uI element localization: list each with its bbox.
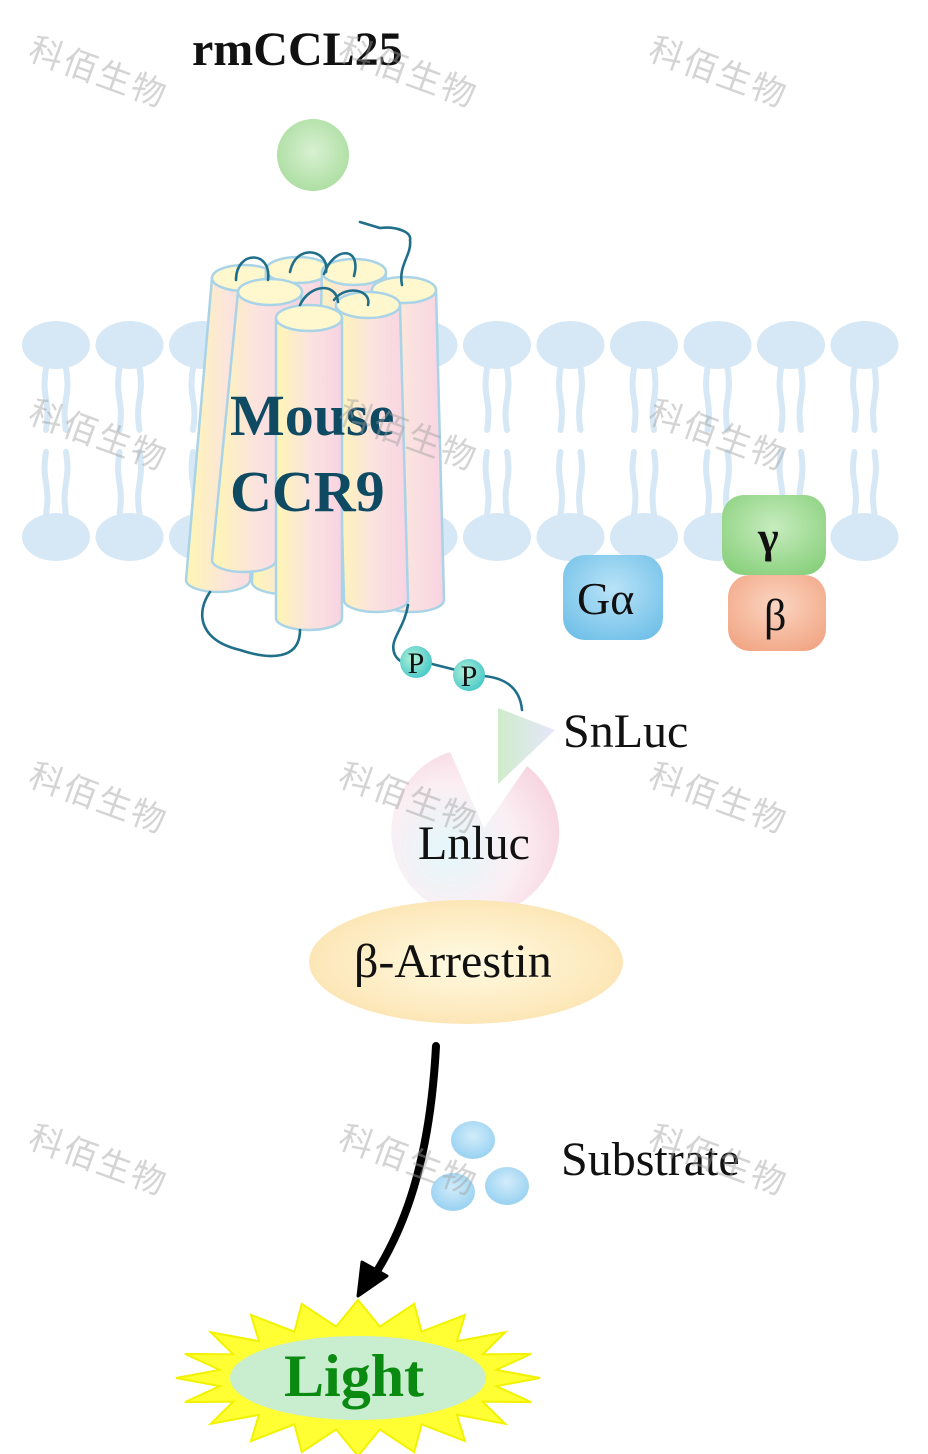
g-gamma-label: γ — [758, 513, 779, 562]
tm-helix — [274, 303, 344, 632]
lipid-head — [22, 321, 90, 369]
ligand-ccl25 — [277, 119, 349, 191]
substrate-molecules — [431, 1121, 529, 1211]
lipid-tail — [502, 449, 512, 517]
lipid-tail — [629, 449, 639, 517]
lipid-tail — [850, 365, 859, 433]
lipid-tail — [723, 365, 732, 433]
g-alpha-subunit — [563, 555, 663, 640]
extracellular-loop — [288, 251, 328, 274]
lipid-tail — [61, 449, 71, 517]
lipid-tail — [502, 365, 512, 433]
lipid-tail — [703, 365, 712, 433]
lipid-tail — [576, 449, 585, 517]
substrate-bubble — [485, 1167, 529, 1205]
phospho-site: P — [400, 646, 432, 680]
lipid-tail — [776, 365, 786, 433]
lipid-tail — [870, 365, 879, 433]
reaction-arrow — [356, 1042, 440, 1298]
lnluc-label: Lnluc — [418, 817, 530, 870]
lipid-head — [610, 321, 678, 369]
lipid-tail — [41, 365, 51, 433]
lipid-tail — [556, 365, 565, 433]
g-gamma-subunit — [722, 495, 826, 575]
extracellular-loop — [322, 251, 357, 278]
lipid-tail — [850, 449, 859, 517]
lipid-head — [610, 513, 678, 561]
lipid-tail — [115, 449, 124, 517]
substrate-label: Substrate — [561, 1133, 740, 1186]
lipid-tail — [870, 449, 879, 517]
phospho-site: P — [453, 659, 485, 693]
phospho-label: P — [461, 660, 478, 693]
substrate-bubble — [451, 1121, 495, 1159]
g-beta-subunit — [728, 575, 826, 651]
lipid-head — [757, 321, 825, 369]
lipid-tail — [629, 365, 639, 433]
lnluc-fragment — [391, 752, 560, 917]
lipid-head — [95, 321, 164, 369]
lipid-head — [463, 513, 531, 561]
extracellular-loop — [332, 289, 370, 307]
lipid-head — [830, 513, 899, 561]
lipid-head — [536, 513, 605, 561]
lipid-tail — [796, 365, 806, 433]
lipid-head — [95, 513, 164, 561]
receptor-label-line2: CCR9 — [230, 459, 385, 524]
lipid-tail — [61, 365, 71, 433]
g-beta-label: β — [764, 591, 787, 640]
lipid-tail — [703, 449, 712, 517]
lipid-head — [683, 321, 752, 369]
lipid-head — [22, 513, 90, 561]
arrestin-label: β-Arrestin — [354, 935, 552, 988]
lipid-tail — [115, 365, 124, 433]
lipid-tail — [41, 449, 51, 517]
ligand-label: rmCCL25 — [192, 23, 403, 76]
light-label: Light — [284, 1343, 425, 1409]
receptor-label-line1: Mouse — [230, 383, 395, 448]
lipid-tail — [649, 365, 659, 433]
intracellular-loop — [201, 590, 302, 658]
c-terminus — [430, 662, 458, 672]
light-core — [230, 1336, 486, 1420]
lipid-tail — [482, 365, 492, 433]
snluc-fragment — [498, 708, 555, 784]
lipid-tail — [135, 365, 144, 433]
lipid-head — [536, 321, 605, 369]
lipid-head — [830, 321, 899, 369]
c-terminus — [482, 674, 524, 712]
lipid-tail — [556, 449, 565, 517]
n-terminus — [358, 220, 412, 287]
lipid-tail — [649, 449, 659, 517]
g-alpha-label: Gα — [577, 573, 635, 624]
lipid-head — [463, 321, 531, 369]
lipid-tail — [188, 365, 198, 433]
substrate-bubble — [431, 1173, 475, 1211]
lipid-tail — [576, 365, 585, 433]
lipid-tail — [482, 449, 492, 517]
lipid-tail — [135, 449, 144, 517]
extracellular-loop — [234, 256, 270, 282]
receptor-loops — [201, 220, 524, 712]
phospho-label: P — [408, 647, 425, 680]
snluc-label: SnLuc — [563, 705, 689, 758]
beta-arrestin — [309, 900, 623, 1024]
